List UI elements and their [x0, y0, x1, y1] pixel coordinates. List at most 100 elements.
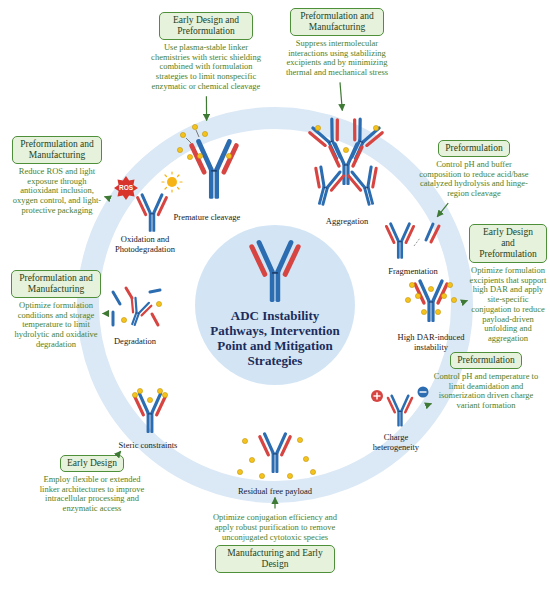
payload-dot — [441, 293, 446, 298]
payload-dot — [132, 392, 137, 397]
fab-fragment — [431, 226, 439, 242]
payload-dot — [192, 124, 197, 129]
antibody-icon — [415, 281, 447, 322]
center-circle: ADC Instability Pathways, Intervention P… — [195, 225, 355, 385]
instability-item: Steric constraints — [112, 386, 184, 450]
mitigation-callout: PreformulationControl pH and temperature… — [432, 352, 540, 414]
instability-item: Oxidation and Photodegradation — [106, 172, 184, 254]
strategy-text: Suppress intermolecular interactions usi… — [282, 39, 392, 78]
strategy-text: Optimize formulation excipients that sup… — [468, 266, 548, 344]
ros-burst — [114, 176, 138, 200]
payload-dot — [297, 437, 302, 442]
pathway-label: Degradation — [114, 337, 156, 346]
center-title: ADC Instability Pathways, Intervention P… — [205, 225, 345, 369]
connector-arrow — [103, 313, 104, 314]
charge-heterogeneity-art — [371, 387, 429, 427]
sun-ray — [180, 181, 182, 182]
instability-item: High DAR-induced instability — [396, 276, 466, 352]
connector-arrow — [437, 203, 448, 217]
phase-tag: Preformulation — [438, 140, 510, 157]
fragment — [152, 314, 158, 325]
payload-dot — [202, 131, 207, 136]
payload-dot — [157, 388, 162, 393]
strategy-text: Use plasma-stable linker chemistries wit… — [150, 43, 262, 92]
pathway-label: Charge heterogeneity — [362, 433, 430, 452]
antibody-icon — [135, 394, 165, 433]
plus-sign — [374, 395, 381, 396]
strategy-text: Reduce ROS and light exposure through an… — [10, 167, 104, 216]
premature-cleavage-art — [177, 124, 236, 198]
sun-ray — [165, 175, 167, 177]
instability-item: Degradation — [104, 284, 166, 346]
antibody-icon — [330, 144, 362, 185]
antibody-icon — [123, 297, 152, 329]
payload-dot — [315, 125, 320, 130]
sun-icon — [167, 177, 177, 187]
payload-dot — [177, 147, 182, 152]
steric-constraints-art — [132, 388, 167, 433]
mitigation-callout: Manufacturing and Early Design Optimize c… — [205, 510, 345, 573]
fab-fragment — [426, 224, 433, 240]
pathway-label: Oxidation and Photodegradation — [106, 235, 184, 254]
payload-dot — [287, 473, 292, 478]
pathway-label: Aggregation — [326, 217, 369, 226]
circle-fill — [195, 225, 355, 385]
payload-dot — [447, 282, 452, 287]
antibody-icon — [307, 166, 344, 209]
instability-item: Fragmentation — [378, 218, 448, 276]
sun-ray — [165, 188, 167, 190]
phase-tag: Early Design and Preformulation — [159, 12, 253, 40]
payload-dot — [249, 457, 254, 462]
pathway-label: Premature cleavage — [174, 213, 241, 222]
phase-tag: Early Design and Preformulation — [469, 224, 547, 263]
high-dar-art — [405, 281, 456, 322]
strategy-text: Optimize conjugation efficiency and appl… — [205, 513, 345, 542]
payload-dot — [156, 301, 161, 306]
pathway-label: Residual free payload — [238, 487, 312, 496]
mitigation-callout: Early DesignEmploy flexible or extended … — [36, 455, 148, 517]
residual-payload-art — [237, 434, 315, 479]
payload-dot — [343, 147, 348, 152]
antibody-icon — [309, 117, 353, 165]
payload-dot — [310, 469, 315, 474]
linker-fragment — [196, 130, 199, 137]
mitigation-callout: Early Design and PreformulationUse plasm… — [150, 12, 262, 95]
connector-arrow — [119, 451, 121, 454]
mitigation-callout: PreformulationControl pH and buffer comp… — [418, 140, 530, 202]
antibody-icon — [388, 396, 412, 427]
instability-item: Charge heterogeneity — [362, 382, 430, 452]
sun-ray — [178, 188, 180, 190]
pathway-label: High DAR-induced instability — [396, 333, 466, 352]
antibody-icon — [339, 117, 383, 165]
payload-dot — [428, 286, 433, 291]
pathway-ring — [88, 118, 462, 492]
payload-dot — [237, 469, 242, 474]
payload-dot — [137, 388, 142, 393]
phase-tag: Preformulation and Manufacturing — [11, 270, 101, 298]
payload-dot — [187, 154, 192, 159]
fragment — [112, 312, 115, 325]
phase-tag: Early Design — [60, 455, 124, 472]
sun-ray — [171, 172, 172, 174]
payload-dot — [409, 282, 414, 287]
payload-dot — [421, 309, 426, 314]
antibody-icon — [252, 242, 298, 301]
strategy-text: Control pH and buffer composition to red… — [418, 160, 530, 199]
payload-dot — [303, 456, 308, 461]
plus-sign — [376, 393, 377, 400]
payload-dot — [121, 317, 126, 322]
center-antibody — [252, 242, 298, 301]
payload-dot — [180, 132, 185, 137]
payload-dot — [226, 153, 231, 158]
sun-rays — [162, 172, 182, 192]
fragment — [126, 288, 132, 298]
payload-dot — [242, 438, 247, 443]
phase-tag: Preformulation — [450, 352, 522, 369]
fragment — [113, 292, 120, 304]
antibody-icon — [386, 224, 413, 259]
phase-tag: Manufacturing and Early Design — [215, 545, 335, 573]
instability-item: Residual free payload — [226, 428, 324, 496]
payload-dot — [162, 392, 167, 397]
